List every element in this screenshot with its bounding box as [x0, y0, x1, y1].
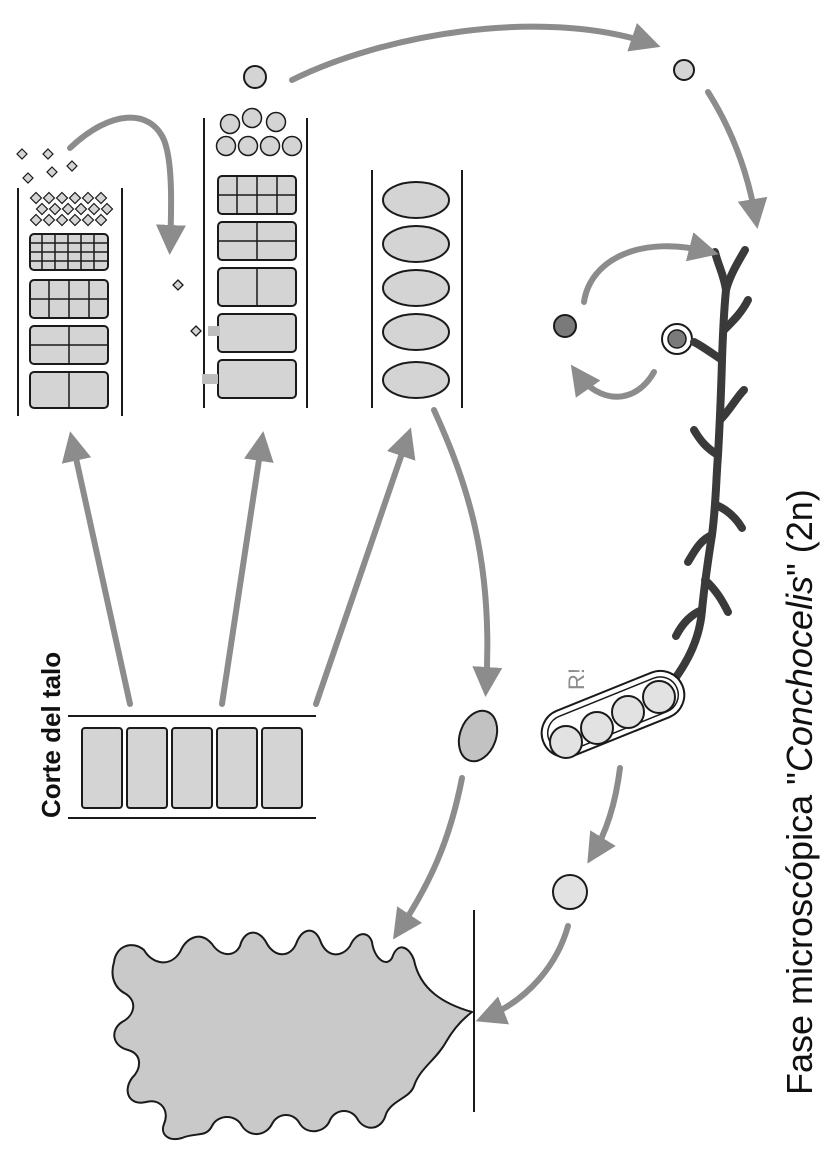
spermatium	[96, 215, 107, 226]
conchocelis-phase-suffix: " (2n)	[779, 489, 820, 576]
spermatium	[57, 215, 68, 226]
arrow-carpospore-germination	[708, 92, 756, 220]
spermatium	[67, 161, 77, 171]
carpospore-settling	[674, 60, 694, 80]
arrow-carpospore-to-conchocelis	[292, 27, 652, 80]
arrow-section-to-monosporangia	[316, 436, 408, 704]
conchocelis-monosporangium	[662, 324, 692, 354]
arrow-conchosporangium-to-conchospore	[592, 768, 620, 856]
spermatium	[102, 204, 113, 215]
spermatium	[44, 193, 55, 204]
spermatium	[63, 204, 74, 215]
conchocelis-filament	[668, 250, 748, 688]
conchocelis-phase-name: Conchocelis	[779, 576, 820, 772]
spermatium	[44, 215, 55, 226]
spermatium	[70, 193, 81, 204]
carpogonium-cell-lower	[218, 360, 296, 398]
carpospore-cluster	[217, 109, 302, 156]
cycle-arrows	[70, 27, 756, 1018]
spermatia-cluster	[17, 149, 113, 226]
carpospore	[267, 113, 286, 132]
released-spermatium	[173, 280, 183, 290]
spermatium	[83, 215, 94, 226]
fertilizing-spermatium	[191, 326, 201, 336]
carposporangium-two-cell	[218, 268, 296, 306]
carpospore	[217, 137, 236, 156]
spermatangia-column	[17, 149, 122, 416]
conchocelis-phase-label: Fase microscópica "Conchocelis" (2n)	[779, 489, 820, 1095]
carposporangium-eight-cell	[218, 176, 296, 214]
spermatangium-grid	[30, 234, 108, 270]
spermatangium-eight-cell	[30, 280, 108, 318]
conchospore	[553, 875, 587, 909]
conchosporangium	[534, 664, 691, 765]
carpogonium-cell	[218, 314, 296, 352]
spermatium	[31, 215, 42, 226]
arrow-conchospore-to-blade	[484, 926, 568, 1018]
spermatium	[70, 215, 81, 226]
carpospore	[261, 137, 280, 156]
monospore	[452, 705, 504, 766]
carposporangia-column	[191, 109, 307, 409]
arrow-section-to-carposporangia	[222, 440, 262, 704]
arrow-monospore-return-bottom	[576, 372, 654, 397]
conchocelis-phase-prefix: Fase microscópica "	[779, 772, 820, 1095]
trichogyne-bump	[208, 326, 220, 336]
released-carpospore-top	[244, 66, 266, 88]
spermatium	[37, 204, 48, 215]
conchocelis-monospore	[554, 315, 576, 337]
macroscopic-blade	[113, 931, 473, 1139]
spermatium	[89, 204, 100, 215]
carpospore	[243, 109, 262, 128]
monosporangia-column	[372, 170, 462, 408]
carposporangium-four-cell	[218, 222, 296, 260]
arrow-spermatia-to-carpogonium	[70, 118, 171, 246]
carpospore	[221, 115, 240, 134]
spermatium	[57, 193, 68, 204]
arrow-section-to-spermatangia	[72, 440, 130, 704]
spermatangium-four-cell	[30, 326, 108, 364]
trichogyne-bump-lower	[202, 374, 218, 384]
meiosis-label: R!	[564, 668, 589, 690]
spermatium	[43, 149, 53, 159]
carpospore	[239, 137, 258, 156]
spermatium	[47, 167, 57, 177]
carpospore	[283, 137, 302, 156]
spermatium	[76, 204, 87, 215]
spermatium	[83, 193, 94, 204]
arrow-monospore-to-blade	[398, 778, 462, 932]
spermatium	[31, 193, 42, 204]
spermatium	[50, 204, 61, 215]
spermatium	[17, 149, 27, 159]
arrow-monospore-return-top	[584, 246, 710, 302]
thallus-section-label: Corte del talo	[36, 652, 66, 818]
spermatium	[96, 193, 107, 204]
spermatangium-two-cell	[30, 372, 108, 408]
thallus-section	[68, 716, 316, 818]
arrow-monosporangia-to-monospore	[434, 410, 487, 688]
spermatium	[23, 173, 33, 183]
